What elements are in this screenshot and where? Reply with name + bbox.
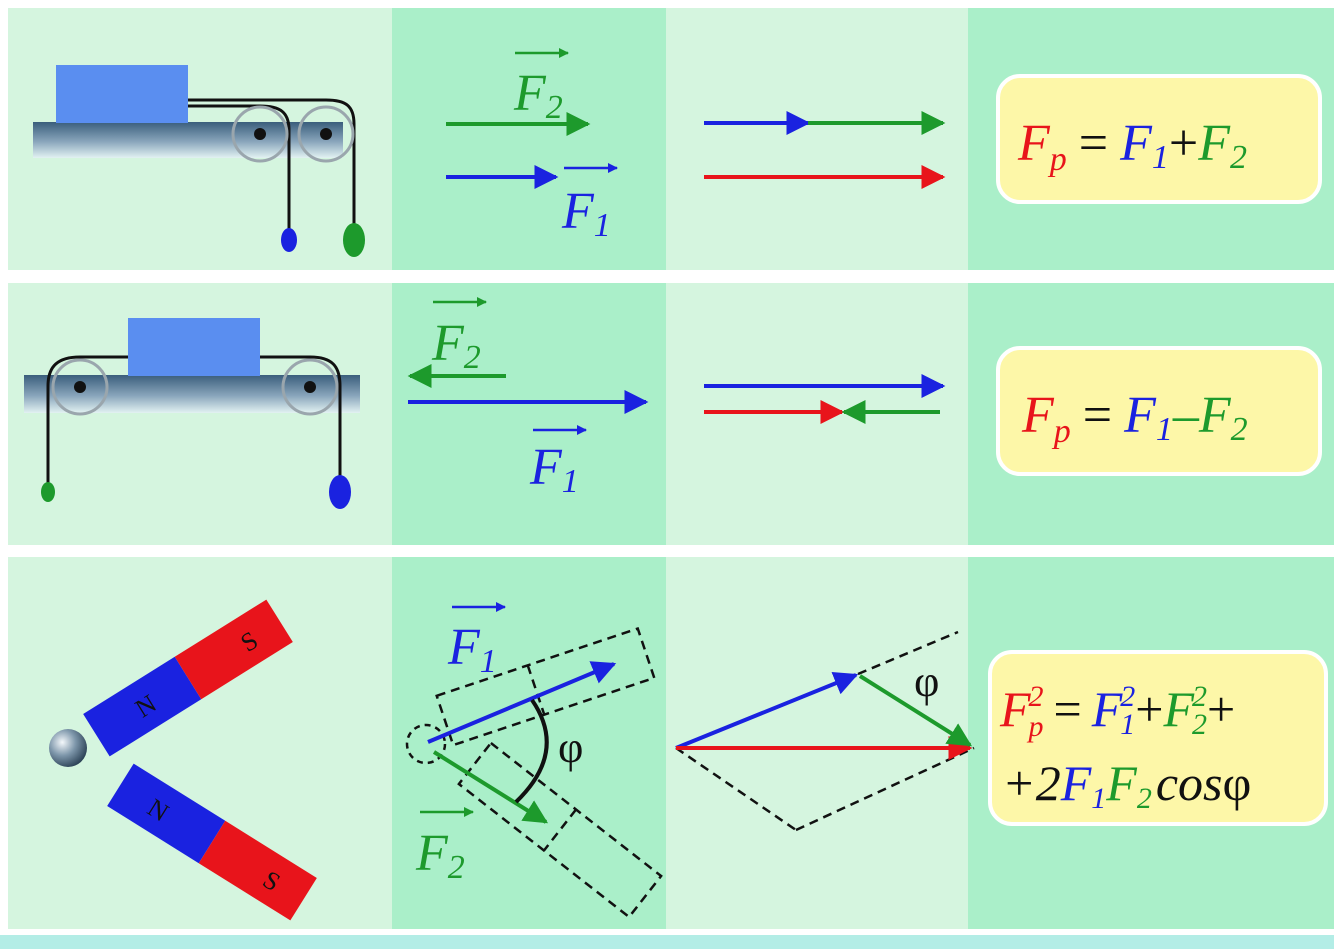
formula-box xyxy=(996,74,1322,204)
magnet-north-pole xyxy=(83,656,202,757)
formula-box xyxy=(996,346,1322,476)
angle-arc xyxy=(514,698,549,804)
magnet-south-pole xyxy=(198,820,317,921)
row1-forces: F2 F1 xyxy=(446,48,618,244)
weight-small-green xyxy=(41,482,55,502)
table xyxy=(33,122,343,158)
row3-sum: φ xyxy=(675,630,975,832)
table xyxy=(24,375,360,413)
pulley-1 xyxy=(231,105,289,163)
row3-forces-cell xyxy=(392,557,666,929)
magnet-north-pole xyxy=(107,763,226,864)
row2-setup xyxy=(24,318,360,509)
formula-box xyxy=(988,650,1328,826)
row3-setup: N S N S xyxy=(49,599,317,921)
row1-sum-cell xyxy=(666,8,968,270)
row1-sum xyxy=(704,111,946,189)
pulley-1-axle xyxy=(254,128,266,140)
ball-outline xyxy=(405,723,447,765)
magnet-lower-outline xyxy=(457,741,663,919)
weight-large-blue xyxy=(329,475,351,509)
parallelogram-edge xyxy=(857,630,959,676)
row2-forces: F2 F1 xyxy=(407,297,649,500)
row2-forces-cell xyxy=(392,283,666,545)
string-right xyxy=(260,355,342,478)
string-2 xyxy=(188,98,356,225)
parallelogram-edge xyxy=(795,746,975,832)
f1-label: F1 xyxy=(561,183,611,244)
magnet-south-pole xyxy=(174,599,293,700)
steel-ball xyxy=(49,729,87,767)
phi-label: φ xyxy=(558,723,583,772)
weight-small-blue xyxy=(281,228,297,252)
parallelogram-edge xyxy=(675,746,797,832)
f1-arrow xyxy=(427,661,617,744)
magnet-upper: N S xyxy=(83,599,293,757)
pulley-left-axle xyxy=(74,381,86,393)
row1-setup xyxy=(33,65,365,257)
f1-label: F1 xyxy=(529,439,579,500)
string-left xyxy=(46,355,128,485)
magnet-lower: N S xyxy=(107,763,317,921)
f1-label: F1 xyxy=(447,619,497,680)
pulley-2 xyxy=(297,105,355,163)
f2-label: F2 xyxy=(513,65,563,126)
block xyxy=(56,65,188,123)
sum-f2-arrow xyxy=(858,674,973,747)
phi-label: φ xyxy=(914,657,939,706)
row1-forces-cell xyxy=(392,8,666,270)
sum-f1-arrow xyxy=(675,671,859,750)
f2-label: F2 xyxy=(431,315,481,376)
formula-line-2: +2F1F2cosφ xyxy=(1002,755,1251,815)
weight-large-green xyxy=(343,223,365,257)
formula-text: Fp=F1–F2 xyxy=(1021,387,1248,450)
pulley-right-axle xyxy=(304,381,316,393)
row3-sum-cell xyxy=(666,557,968,929)
f2-label: F2 xyxy=(415,825,465,886)
row3-forces: φ F1 F2 xyxy=(405,602,663,919)
pulley-left xyxy=(51,358,109,416)
pulley-right xyxy=(281,358,339,416)
row2-formula: Fp=F1–F2 xyxy=(996,346,1322,476)
pulley-2-axle xyxy=(320,128,332,140)
block xyxy=(128,318,260,376)
row2-sum xyxy=(704,374,946,424)
row1-formula: Fp=F1+F2 xyxy=(996,74,1322,204)
formula-text: Fp=F1+F2 xyxy=(1017,115,1247,178)
magnet-upper-outline xyxy=(435,626,656,747)
f2-arrow xyxy=(432,750,549,824)
